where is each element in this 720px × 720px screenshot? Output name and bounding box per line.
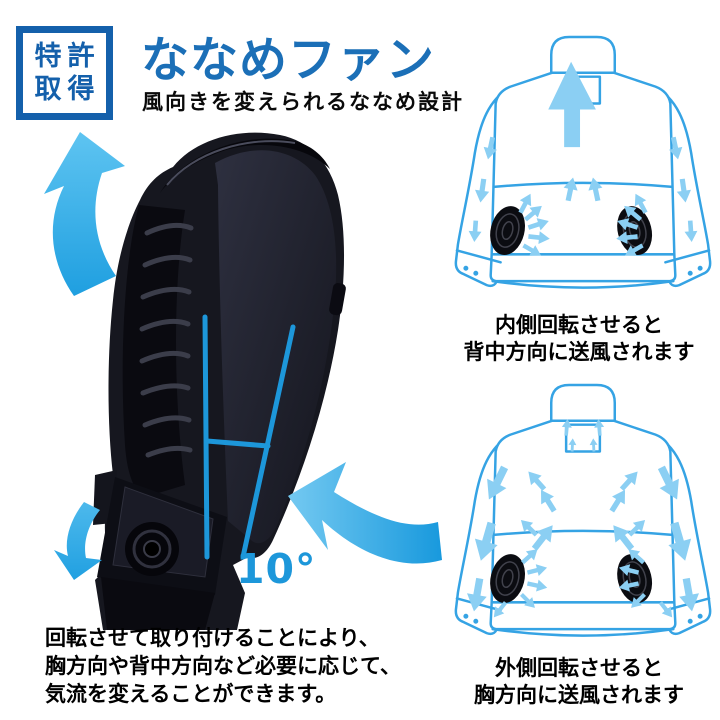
page-title: ななめファン bbox=[141, 32, 436, 88]
page-subtitle: 風向きを変えられるななめ設計 bbox=[142, 90, 464, 114]
inner-rotation-caption: 内側回転させると 背中方向に送風されます bbox=[438, 312, 720, 366]
cuff-buttons bbox=[463, 265, 703, 276]
description-note-line2: 胸方向や背中方向など必要に応じて、 bbox=[45, 654, 401, 678]
airflow-diagram-chest bbox=[454, 383, 712, 637]
airflow-diagram-back bbox=[454, 35, 712, 289]
fan-unit-icons bbox=[490, 554, 653, 603]
airflow-up-arrows bbox=[467, 61, 699, 261]
jacket-outline bbox=[454, 35, 712, 289]
description-note-line3: 気流を変えることができます。 bbox=[45, 682, 337, 706]
fan-side-photo bbox=[93, 132, 346, 630]
patent-badge-line2: 取得 bbox=[34, 74, 101, 105]
description-note: 回転させて取り付けることにより、 胸方向や背中方向など必要に応じて、 気流を変え… bbox=[45, 624, 401, 708]
cuff-buttons bbox=[463, 613, 703, 624]
rotate-left-arrow-icon bbox=[288, 462, 442, 564]
outer-rotation-caption: 外側回転させると 胸方向に送風されます bbox=[438, 655, 720, 709]
angle-guide-lines bbox=[202, 314, 296, 560]
patent-badge: 特許 取得 bbox=[16, 26, 113, 120]
inner-rotation-caption-line2: 背中方向に送風されます bbox=[463, 340, 695, 364]
rotate-down-arrow-icon bbox=[54, 502, 102, 580]
outer-rotation-caption-line2: 胸方向に送風されます bbox=[474, 683, 684, 707]
outer-rotation-caption-line1: 外側回転させると bbox=[495, 656, 663, 680]
description-note-line1: 回転させて取り付けることにより、 bbox=[45, 626, 380, 650]
rotate-up-arrow-icon bbox=[44, 132, 125, 296]
patent-badge-line1: 特許 bbox=[34, 41, 101, 72]
fan-louvers bbox=[139, 222, 194, 458]
inner-rotation-caption-line1: 内側回転させると bbox=[495, 313, 663, 337]
jacket-outline bbox=[454, 383, 712, 637]
tilt-angle-label: 10° bbox=[236, 545, 317, 593]
